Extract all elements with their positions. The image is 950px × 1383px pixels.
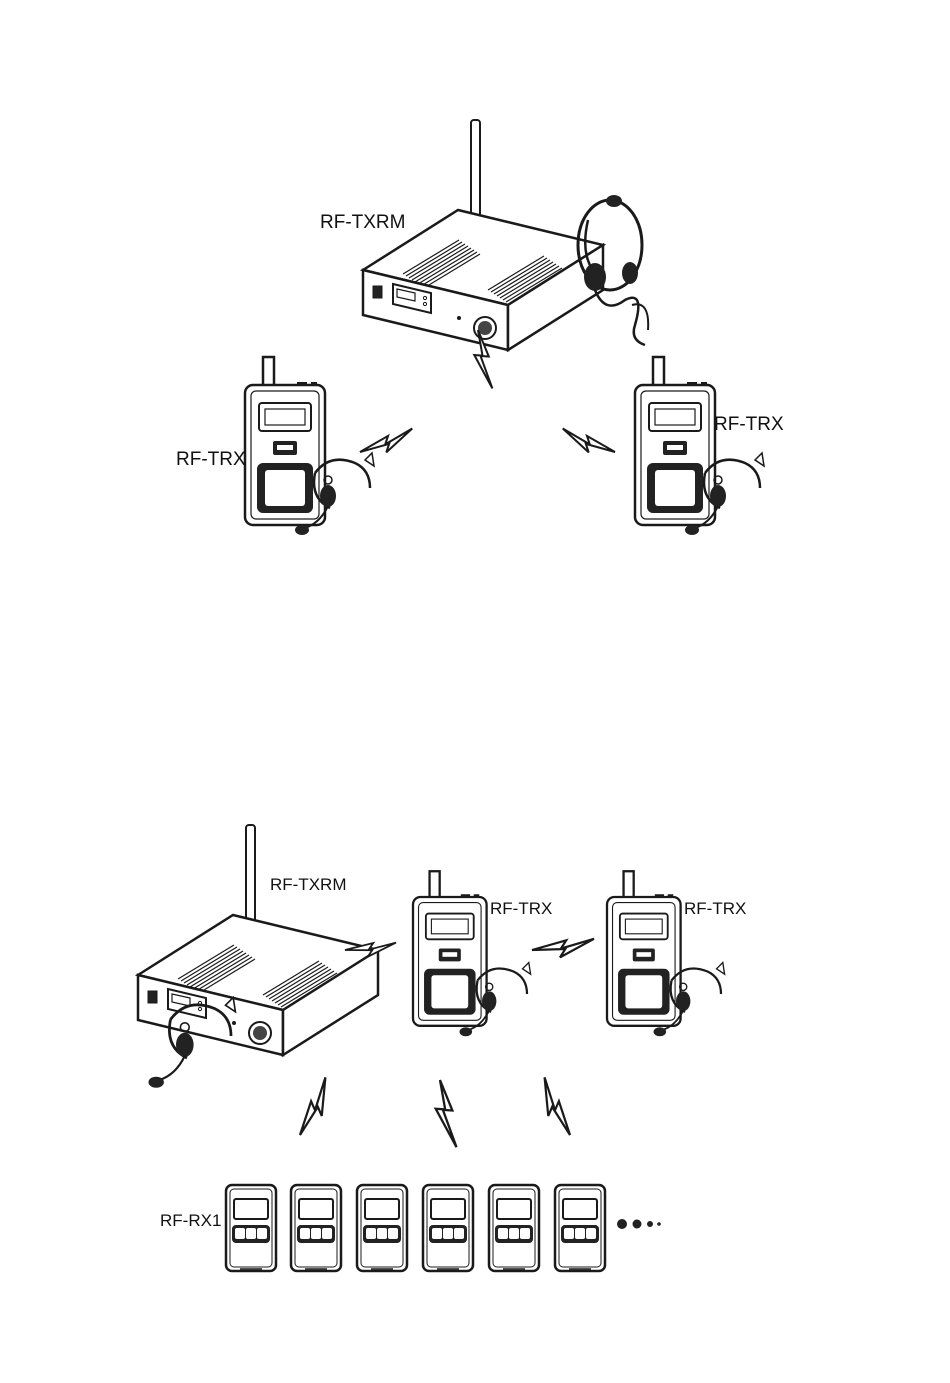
receiver-label: RF-RX1 [160, 1211, 221, 1230]
base-station-1 [363, 120, 603, 350]
lightning-icon [358, 429, 415, 456]
trx-2 [607, 871, 725, 1036]
lightning-icon [431, 1079, 459, 1150]
trx1-label: RF-TRX [490, 899, 552, 918]
lightning-icon [532, 932, 594, 960]
receiver [489, 1185, 539, 1271]
diagram-1: RF-TXRM RF-TRX RF-TRX [176, 120, 784, 535]
lightning-icon [528, 1077, 584, 1137]
lightning-icon [560, 429, 617, 456]
trx-1 [413, 871, 531, 1036]
lightning-icon [287, 1077, 343, 1137]
left-trx-label: RF-TRX [176, 449, 246, 470]
right-trx-label: RF-TRX [714, 414, 784, 435]
receiver [423, 1185, 473, 1271]
base-station-2 [138, 825, 378, 1055]
receiver-row [226, 1185, 605, 1271]
trx-right [635, 357, 764, 535]
receiver [226, 1185, 276, 1271]
base-label-1: RF-TXRM [320, 212, 405, 233]
trx-left [245, 357, 374, 535]
receiver [555, 1185, 605, 1271]
ellipsis-dots-icon [617, 1219, 661, 1229]
receiver [357, 1185, 407, 1271]
diagram-2: RF-TXRM RF-TRX RF-TRX RF-RX1 [138, 825, 746, 1271]
headset-icon [578, 195, 648, 345]
base-label-2: RF-TXRM [270, 875, 346, 894]
trx2-label: RF-TRX [684, 899, 746, 918]
receiver [291, 1185, 341, 1271]
